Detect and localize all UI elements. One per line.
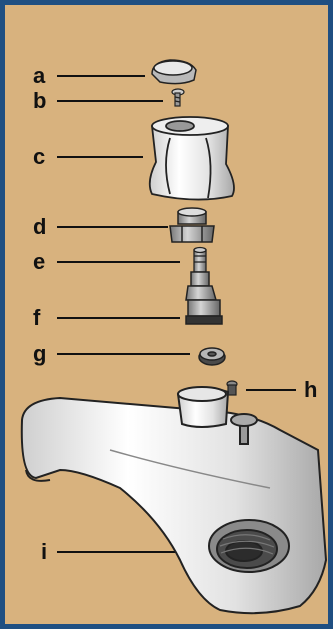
label-i: i	[41, 541, 47, 563]
label-e: e	[33, 251, 45, 273]
label-c: c	[33, 146, 45, 168]
label-d: d	[33, 216, 46, 238]
washer-part	[199, 348, 225, 365]
label-h: h	[304, 379, 317, 401]
label-a: a	[33, 65, 45, 87]
label-g: g	[33, 343, 46, 365]
screw-part	[172, 89, 184, 106]
label-b: b	[33, 90, 46, 112]
index-cap-part	[152, 60, 196, 84]
label-f: f	[33, 307, 40, 329]
cartridge-part	[186, 272, 222, 324]
handle-part	[150, 117, 234, 200]
stem-part	[194, 248, 206, 273]
bonnet-nut-part	[170, 208, 214, 242]
faucet-body	[22, 387, 326, 613]
